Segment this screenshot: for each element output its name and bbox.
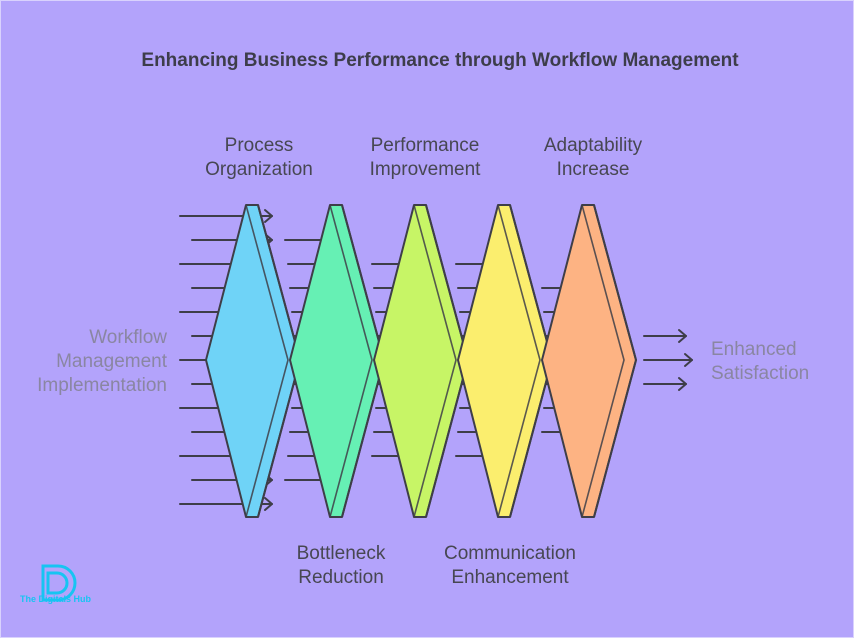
stage-chevron [373,204,469,518]
stage-label-communication-enhancement: Communication Enhancement [444,543,576,588]
stage-label-process-organization: Process Organization [205,135,313,180]
output-arrow [643,329,687,343]
stage-label-bottleneck-reduction: Bottleneck Reduction [296,543,386,588]
input-label: Workflow Management Implementation [37,327,167,396]
brand-logo-icon [41,564,77,602]
stage-label-adaptability-increase: Adaptability Increase [543,135,643,180]
brand-name: The Digitals Hub [20,594,92,604]
stage-chevron [289,204,385,518]
output-label: Enhanced Satisfaction [711,339,810,384]
stage-chevron [205,204,301,518]
stage-label-performance-improvement: Performance Improvement [369,135,481,180]
diagram-title: Enhancing Business Performance through W… [141,50,739,71]
stage-chevron [457,204,553,518]
output-arrow [643,377,687,391]
stage-chevron [541,204,637,518]
output-arrow [643,353,693,367]
